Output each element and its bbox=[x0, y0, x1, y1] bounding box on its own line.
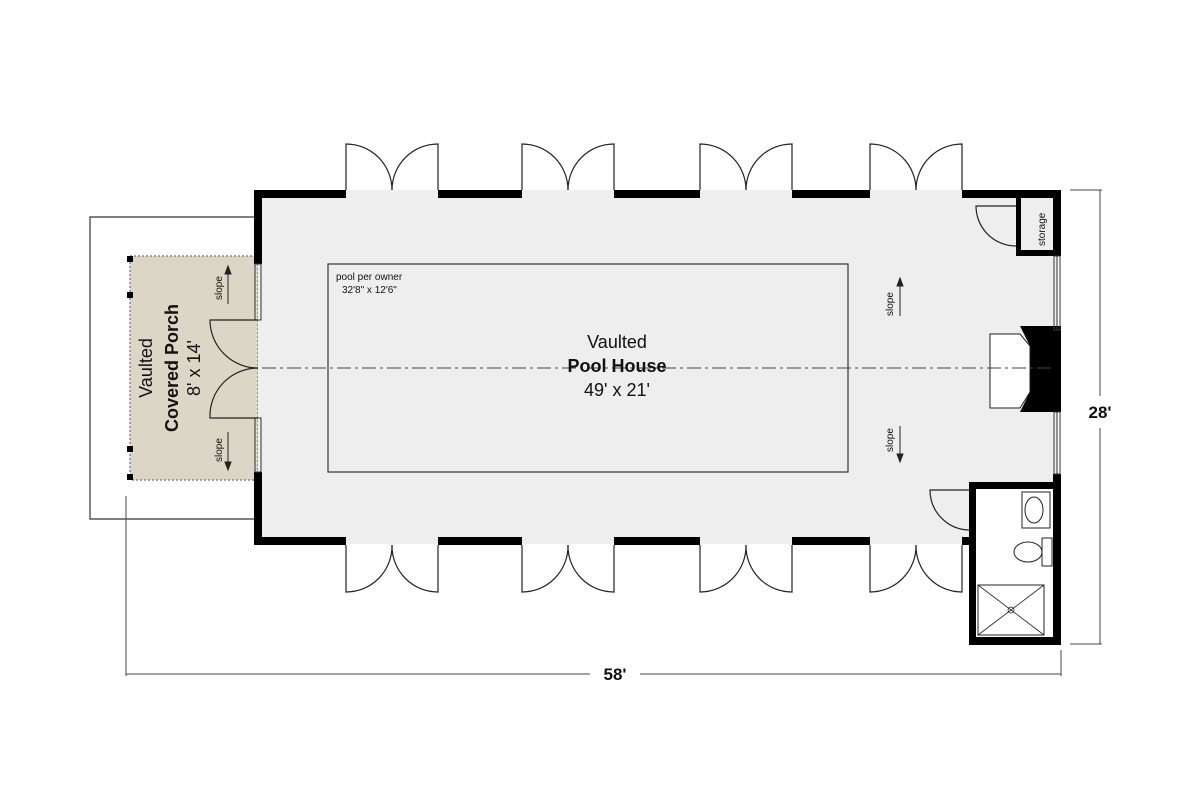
porch-qualifier: Vaulted bbox=[136, 338, 156, 398]
porch-roof-outline bbox=[89, 216, 258, 520]
porch-post bbox=[127, 446, 133, 452]
sink-basin bbox=[1024, 496, 1044, 524]
pool-house-name: Pool House bbox=[567, 356, 666, 376]
overall-depth: 28' bbox=[1089, 403, 1112, 422]
porch-name: Covered Porch bbox=[162, 304, 182, 432]
slope-label: slope bbox=[214, 276, 225, 300]
toilet-bowl bbox=[1013, 541, 1043, 563]
french-door-bottom bbox=[345, 544, 963, 593]
fireplace-hearth bbox=[989, 333, 1031, 409]
porch-size: 8' x 14' bbox=[184, 340, 204, 396]
window bbox=[1053, 255, 1061, 475]
pool-house-qualifier: Vaulted bbox=[587, 332, 647, 352]
overall-width: 58' bbox=[604, 665, 627, 684]
porch-floor bbox=[129, 255, 259, 481]
slope-label: slope bbox=[885, 428, 896, 452]
bathroom-fixtures bbox=[976, 489, 1053, 637]
bathroom-door bbox=[929, 489, 970, 531]
sink bbox=[1021, 491, 1051, 529]
pool-house-size: 49' x 21' bbox=[584, 380, 650, 400]
dimension-line-width bbox=[125, 496, 1062, 676]
slope-label: slope bbox=[885, 292, 896, 316]
porch-post bbox=[127, 292, 133, 298]
porch-post bbox=[127, 474, 133, 480]
pool-size: 32'8" x 12'6" bbox=[342, 285, 397, 296]
pool-note: pool per owner bbox=[336, 272, 403, 283]
dimension-line-depth bbox=[1070, 189, 1102, 645]
storage-label: storage bbox=[1037, 212, 1048, 246]
storage-door bbox=[975, 205, 1017, 247]
porch-door bbox=[209, 319, 259, 419]
toilet-tank bbox=[1041, 537, 1053, 567]
pool-house-floor bbox=[258, 190, 1058, 544]
slope-arrow bbox=[224, 264, 904, 472]
porch-post bbox=[127, 256, 133, 262]
slope-label: slope bbox=[214, 438, 225, 462]
french-door-top bbox=[345, 143, 963, 191]
